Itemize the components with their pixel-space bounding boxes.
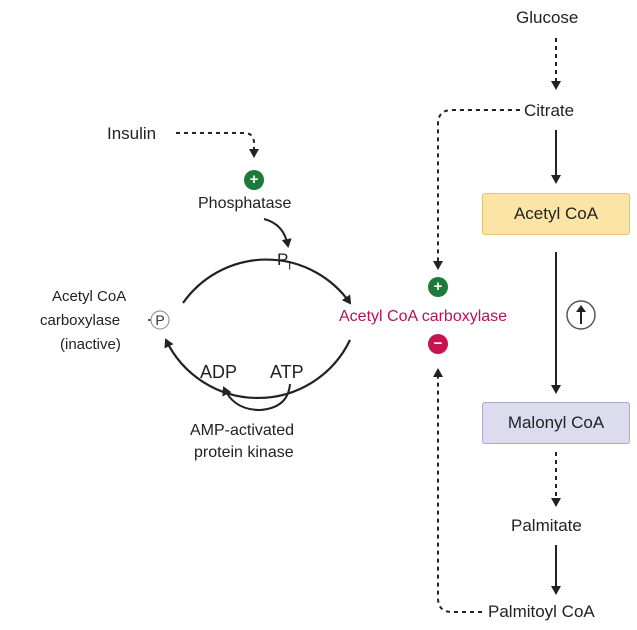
phosphatase-label: Phosphatase [198,195,292,212]
inactive-enzyme-line1: Acetyl CoA [52,288,127,305]
inactive-enzyme-line2: carboxylase [40,312,121,329]
phosphate-circle [150,310,170,330]
pi-release-arrow [263,218,292,248]
pi-label: Pi [277,250,291,275]
atp-label: ATP [270,362,304,382]
palmitate-label: Palmitate [511,516,582,535]
ampk-label-line1: AMP-activated [190,422,295,439]
glucose-label: Glucose [516,8,579,27]
pi-text: P [277,250,289,269]
acetyl-coa-box: Acetyl CoA [482,193,630,235]
up-arrow-circle-icon [566,300,596,330]
citrate-plus-sign: + [428,277,448,297]
citrate-label: Citrate [524,101,575,120]
insulin-activation-arrow [176,132,259,158]
atp-to-adp-arrow [222,383,291,412]
kinase-cycle-arc [164,338,351,400]
inactive-enzyme-line3: (inactive) [60,336,121,353]
palmitoyl-coa-label: Palmitoyl CoA [488,602,595,621]
active-enzyme-label: Acetyl CoA carboxylase [339,308,508,325]
malonyl-coa-box: Malonyl CoA [482,402,630,444]
ampk-label-line2: protein kinase [194,444,294,461]
palmitoyl-minus-sign: − [428,334,448,354]
citrate-activation-arrow [433,109,520,270]
pi-subscript: i [288,258,292,273]
adp-label: ADP [200,362,238,382]
phosphatase-cycle-arc [182,258,352,305]
insulin-plus-sign: + [244,170,264,190]
phosphate-label: P [155,312,164,328]
insulin-label: Insulin [107,124,157,143]
palmitoylcoa-inhibition-arrow [433,368,482,613]
